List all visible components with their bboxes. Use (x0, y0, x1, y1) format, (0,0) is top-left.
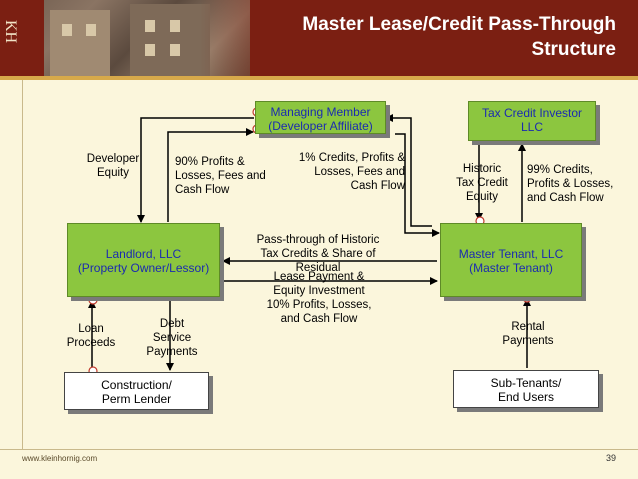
label-line: Payments (502, 335, 554, 347)
lender-title: Construction/ (101, 378, 172, 392)
label-line: 90% Profits & (175, 156, 245, 168)
construction-lender-box: Construction/ Perm Lender (64, 372, 209, 410)
tax-credit-investor-box: Tax Credit Investor LLC (468, 101, 596, 141)
page-number: 39 (605, 453, 616, 463)
arrow-1-credits (385, 114, 432, 227)
landlord-box: Landlord, LLC (Property Owner/Lessor) (67, 223, 220, 297)
label-line: Cash Flow (175, 184, 230, 196)
label-line: Developer (86, 153, 140, 165)
master-tenant-title: Master Tenant, LLC (458, 247, 564, 261)
label-line: Equity (466, 191, 498, 203)
label-line: and Cash Flow (527, 192, 604, 204)
label-line: and Cash Flow (280, 313, 358, 325)
title-line-2: Structure (531, 39, 616, 60)
label-line: 10% Profits, Losses, (266, 299, 372, 311)
sub-tenants-title: Sub-Tenants/ (490, 376, 562, 390)
slide-title: Master Lease/Credit Pass-Through Structu… (236, 12, 616, 62)
label-line: Equity (97, 167, 129, 179)
label-99-credits: 99% Credits, Profits & Losses, and Cash Fl… (527, 163, 627, 205)
label-line: Losses, Fees and (175, 170, 266, 182)
label-line: Equity Investment (273, 285, 365, 297)
sub-tenants-box: Sub-Tenants/ End Users (453, 370, 599, 408)
label-line: Losses, Fees and (314, 166, 405, 178)
label-lease-payment: Lease Payment & Equity Investment 10% Prof… (246, 270, 392, 326)
label-line: Residual (295, 262, 341, 274)
title-line-1: Master Lease/Credit Pass-Through (302, 14, 616, 35)
label-line: 99% Credits, (527, 164, 593, 176)
label-line: Rental (511, 321, 545, 333)
logo-glyph: KH (2, 20, 19, 44)
label-line: Tax Credits & Share of (260, 248, 376, 260)
label-line: Pass-through of Historic (256, 234, 380, 246)
lender-subtitle: Perm Lender (101, 392, 172, 406)
label-line: Proceeds (66, 337, 116, 349)
label-line: Profits & Losses, (527, 178, 614, 190)
investor-title: Tax Credit Investor (481, 106, 583, 120)
landlord-subtitle: (Property Owner/Lessor) (77, 261, 210, 275)
managing-member-title: Managing Member (270, 105, 371, 119)
managing-member-subtitle: (Developer Affiliate) (268, 119, 373, 133)
left-rule (22, 80, 23, 449)
footer-rule (0, 449, 638, 450)
label-line: Debt (159, 318, 185, 330)
label-line: Tax Credit (456, 177, 508, 189)
arrow-90-profits (167, 128, 254, 222)
label-line: Historic (462, 163, 502, 175)
master-tenant-subtitle: (Master Tenant) (469, 261, 553, 275)
investor-subtitle: LLC (520, 120, 543, 134)
label-line: 1% Credits, Profits & (298, 152, 405, 164)
label-line: Service (152, 332, 192, 344)
arrow-developer-equity (137, 117, 254, 223)
arrow-to-master-tenant (395, 133, 440, 237)
label-line: Lease Payment & (273, 271, 365, 283)
footer-url: www.kleinhornig.com (22, 454, 98, 463)
connector-dot (88, 295, 98, 305)
firm-logo: KH (0, 0, 44, 76)
gold-divider (0, 76, 638, 80)
header-banner: KH Master Lease/Credit Pass-Through Stru… (0, 0, 638, 76)
sub-tenants-subtitle: End Users (497, 390, 555, 404)
label-line: Cash Flow (350, 180, 405, 192)
master-tenant-box: Master Tenant, LLC (Master Tenant) (440, 223, 582, 297)
managing-member-box: Managing Member (Developer Affiliate) (255, 101, 386, 134)
label-line: Loan (78, 323, 104, 335)
label-line: Payments (146, 346, 198, 358)
landlord-title: Landlord, LLC (105, 247, 182, 261)
